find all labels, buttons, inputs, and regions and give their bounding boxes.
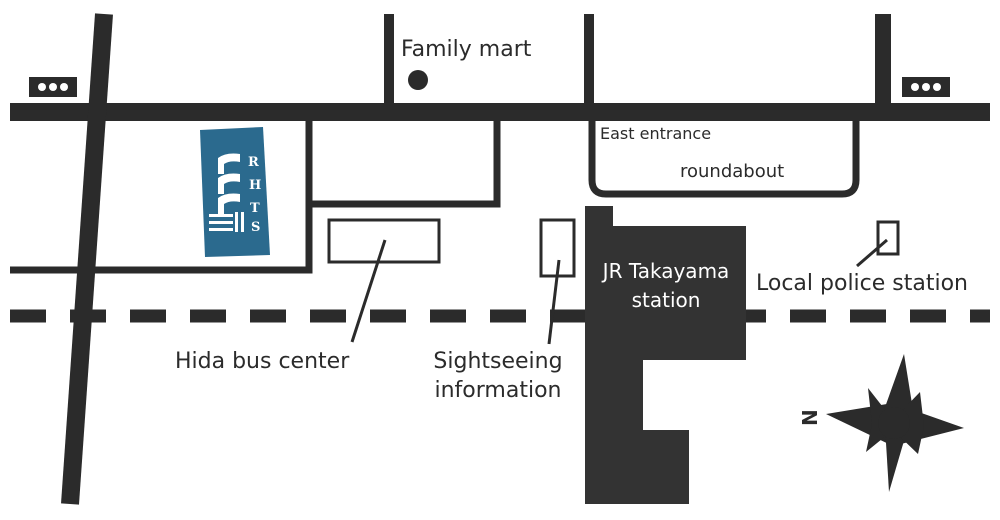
rhts-logo: R H T S <box>200 127 270 257</box>
logo-letter: R <box>248 155 259 170</box>
west-block-road <box>10 112 313 274</box>
logo-letter: H <box>249 178 261 193</box>
family-mart-label: Family mart <box>401 37 532 62</box>
police-label: Local police station <box>756 271 968 296</box>
bus-center-pointer <box>350 239 387 343</box>
station-building <box>585 206 746 504</box>
east-entrance-label: East entrance <box>600 124 711 143</box>
sightseeing-label-line1: Sightseeing <box>433 349 562 374</box>
police-building <box>876 220 900 256</box>
sightseeing-label-line2: information <box>435 378 562 403</box>
roundabout-label: roundabout <box>680 161 784 182</box>
sightseeing-pointer <box>547 259 561 345</box>
middle-block-road <box>309 112 501 208</box>
station-label-line1: JR Takayama <box>601 259 730 283</box>
left-diagonal-road <box>61 13 113 505</box>
logo-letter: S <box>251 220 260 235</box>
station-label-line2: station <box>632 288 701 312</box>
roundabout-road <box>588 112 860 198</box>
store-dot-icon <box>408 70 428 90</box>
compass-north-label: N <box>798 409 822 426</box>
logo-letter: T <box>250 201 260 216</box>
traffic-light-icon <box>902 77 950 97</box>
police-pointer <box>856 238 888 268</box>
traffic-light-icon <box>29 77 77 97</box>
bus-center-label: Hida bus center <box>175 349 350 374</box>
compass-rose-icon: N <box>798 354 964 492</box>
